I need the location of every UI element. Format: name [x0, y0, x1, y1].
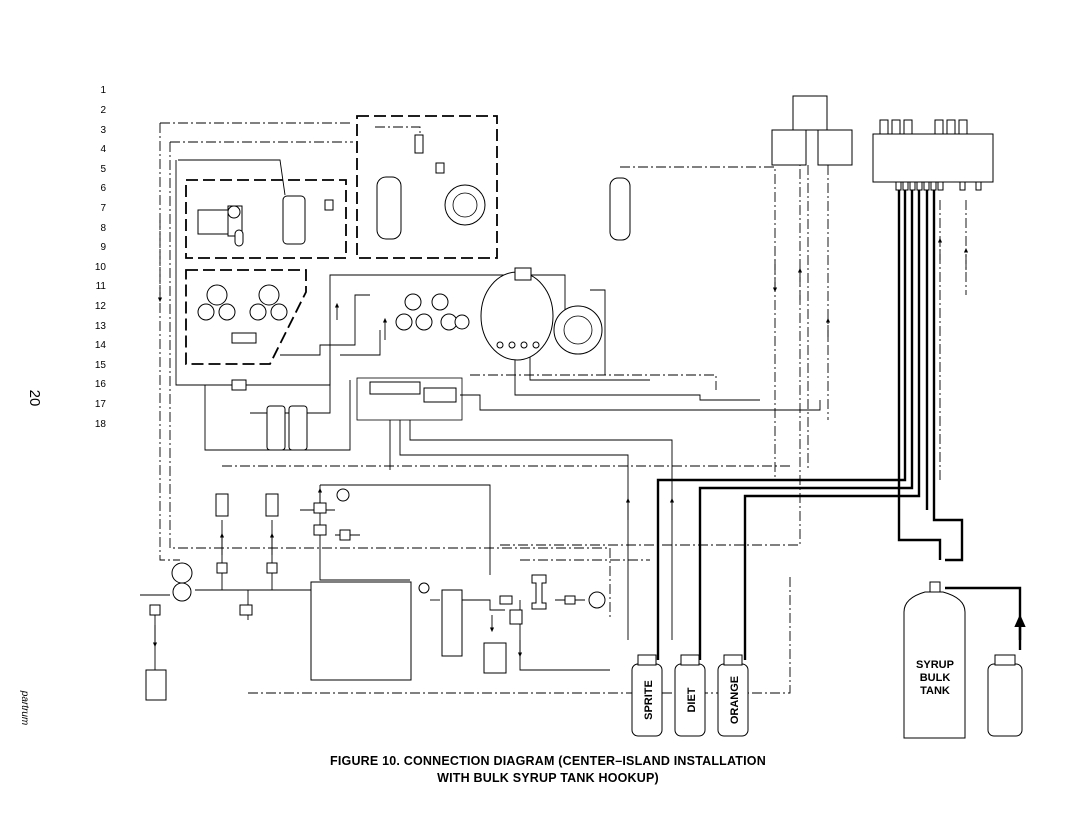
water-filter — [288, 405, 308, 451]
panel-top — [792, 95, 828, 131]
lower-components — [145, 488, 606, 701]
tank-label: SPRITE — [643, 680, 655, 720]
syrup-tanks: SPRITE DIET ORANGE SYRUP BULK TANK — [631, 581, 1023, 739]
bulk-tank-line1: SYRUP — [916, 659, 954, 671]
gauge — [404, 293, 422, 311]
legend-number: 15 — [95, 360, 107, 371]
dashed-enclosures — [185, 115, 498, 365]
water-filter — [266, 405, 286, 451]
page-number: 20 — [26, 390, 43, 407]
legend-number: 12 — [95, 301, 107, 312]
bulk-syrup-tank: SYRUP BULK TANK — [903, 581, 966, 739]
syrup-lines — [656, 190, 1026, 660]
gauge — [454, 314, 470, 330]
drain-box — [483, 642, 507, 674]
legend-number: 6 — [100, 183, 106, 194]
gauge — [249, 303, 267, 321]
syrup-tank-sprite: SPRITE — [631, 654, 663, 737]
figure-caption-line1: FIGURE 10. CONNECTION DIAGRAM (CENTER–IS… — [330, 754, 766, 768]
figure-caption-line2: WITH BULK SYRUP TANK HOOKUP) — [437, 771, 659, 785]
tank-label: DIET — [686, 687, 698, 712]
cold-plate — [480, 271, 554, 361]
carbonator-enclosure — [356, 115, 498, 259]
tower-nozzles — [895, 181, 982, 191]
co2-cylinder-lower — [987, 654, 1023, 737]
gauge — [206, 284, 228, 306]
legend-number: 5 — [100, 164, 106, 175]
top-right-panels — [771, 95, 994, 191]
legend-number: 17 — [95, 399, 107, 410]
legend-number: 10 — [95, 262, 107, 273]
drain-box — [145, 669, 167, 701]
gauge — [197, 303, 215, 321]
legend-number: 4 — [100, 144, 106, 155]
panel-right — [817, 129, 853, 166]
legend-number: 13 — [95, 321, 107, 332]
gauge — [418, 582, 430, 594]
ice-maker — [310, 581, 412, 681]
check-valve — [265, 493, 279, 517]
gauge — [258, 284, 280, 306]
legend-number: 11 — [96, 281, 107, 292]
water-pump-motor — [444, 184, 486, 226]
legend-number: 9 — [100, 242, 106, 253]
filter-canister — [282, 195, 306, 245]
legend-number: 1 — [100, 85, 106, 96]
legend-number: 2 — [100, 105, 106, 116]
legend-number: 3 — [100, 125, 106, 136]
legend-number: 14 — [95, 340, 107, 351]
pump-motor — [197, 209, 229, 235]
bulk-tank-line3: TANK — [920, 685, 950, 697]
gauge — [171, 562, 193, 584]
syrup-tank-orange: ORANGE — [717, 654, 749, 737]
gauge — [172, 582, 192, 602]
gauge — [415, 313, 433, 331]
bulk-tank-line2: BULK — [920, 672, 951, 684]
legend-number: 8 — [100, 223, 106, 234]
gauge — [395, 313, 413, 331]
pump-enclosure — [185, 179, 347, 259]
gauge — [218, 303, 236, 321]
gauge — [588, 591, 606, 609]
gauge — [431, 293, 449, 311]
carbonator-tank — [376, 176, 402, 240]
check-valve — [215, 493, 229, 517]
legend-number: 7 — [100, 203, 106, 214]
legend-numbers: 1 2 3 4 5 6 7 8 9 10 11 12 13 14 15 16 1… — [95, 85, 107, 430]
pressure-regulator — [531, 574, 547, 610]
panel-left — [771, 129, 807, 166]
gauge — [336, 488, 350, 502]
co2-lines — [157, 122, 969, 694]
side-label: partrum — [19, 690, 30, 725]
legend-number: 16 — [95, 379, 107, 390]
manifold — [369, 381, 421, 395]
gauge — [270, 303, 288, 321]
legend-number: 18 — [95, 419, 107, 430]
upper-components — [197, 134, 631, 451]
filter-cartridge — [441, 589, 463, 657]
co2-cylinder-upper — [609, 177, 631, 241]
tank-label: ORANGE — [729, 676, 741, 724]
dispensing-tower — [872, 133, 994, 183]
syrup-tank-diet: DIET — [674, 654, 706, 737]
manifold — [423, 387, 457, 403]
carbonator-pump — [553, 305, 603, 355]
